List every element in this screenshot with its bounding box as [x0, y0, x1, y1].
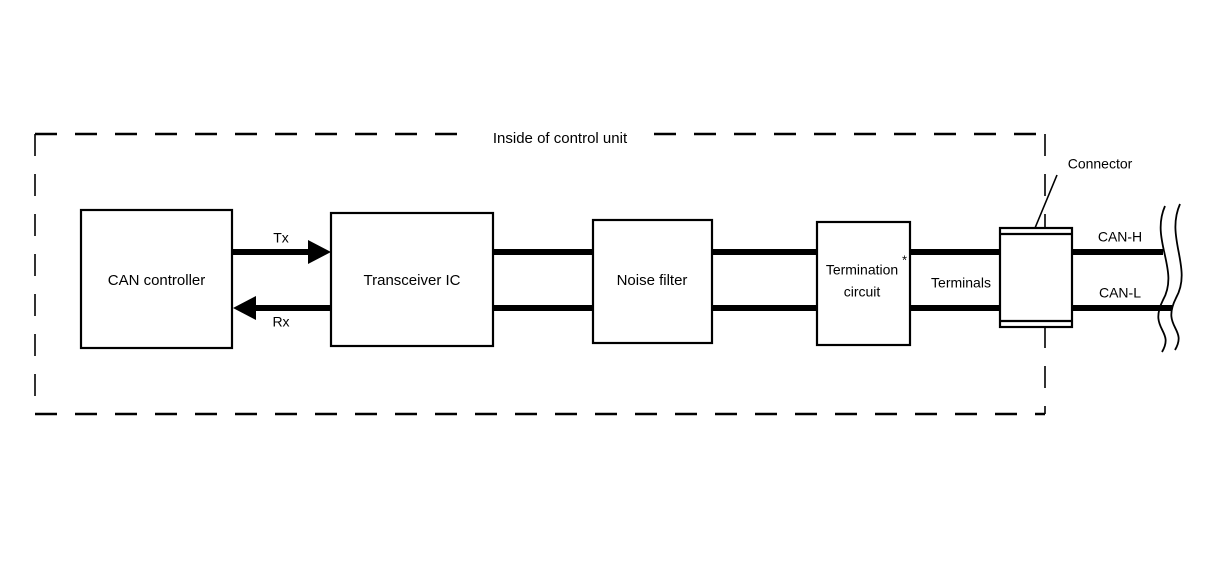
connector-symbol[interactable]: [998, 226, 1074, 329]
tx-arrow-head: [308, 240, 331, 264]
block-noise-filter[interactable]: Noise filter: [591, 218, 714, 345]
noise-filter-rect[interactable]: [591, 218, 714, 345]
control-unit-boundary: [34, 132, 1046, 416]
break-wave-left: [1157, 205, 1170, 353]
rx-label: Rx: [272, 314, 289, 330]
noise-filter-label: Noise filter: [617, 272, 688, 289]
can-controller-rect[interactable]: [79, 208, 234, 350]
block-termination-circuit[interactable]: Termination * circuit: [815, 220, 912, 347]
tx-label: Tx: [273, 230, 289, 246]
connector-callout: Connector: [1034, 156, 1133, 229]
can-controller-label: CAN controller: [108, 272, 206, 289]
block-transceiver-ic[interactable]: Transceiver IC: [329, 211, 495, 348]
terminals-label: Terminals: [931, 275, 991, 291]
termination-circuit-footnote-asterisk: *: [902, 252, 907, 267]
termination-circuit-rect[interactable]: [815, 220, 912, 347]
can-high-label: CAN-H: [1098, 229, 1142, 245]
connector-leader-line: [1034, 174, 1058, 229]
signal-tx: Tx: [232, 230, 331, 264]
break-wave-right: [1170, 203, 1183, 351]
termination-circuit-label-line1: Termination: [826, 262, 898, 278]
signal-rx: Rx: [233, 296, 331, 330]
transceiver-ic-rect[interactable]: [329, 211, 495, 348]
can-low-label: CAN-L: [1099, 285, 1141, 301]
connector-label: Connector: [1068, 156, 1133, 172]
connector-rect[interactable]: [998, 226, 1074, 329]
block-can-controller[interactable]: CAN controller: [79, 208, 234, 350]
transceiver-ic-label: Transceiver IC: [364, 272, 461, 289]
rx-arrow-head: [233, 296, 256, 320]
termination-circuit-label-line2: circuit: [844, 284, 881, 300]
inside-of-control-unit-label: Inside of control unit: [493, 130, 628, 147]
wire-break-symbol: [1157, 203, 1183, 353]
